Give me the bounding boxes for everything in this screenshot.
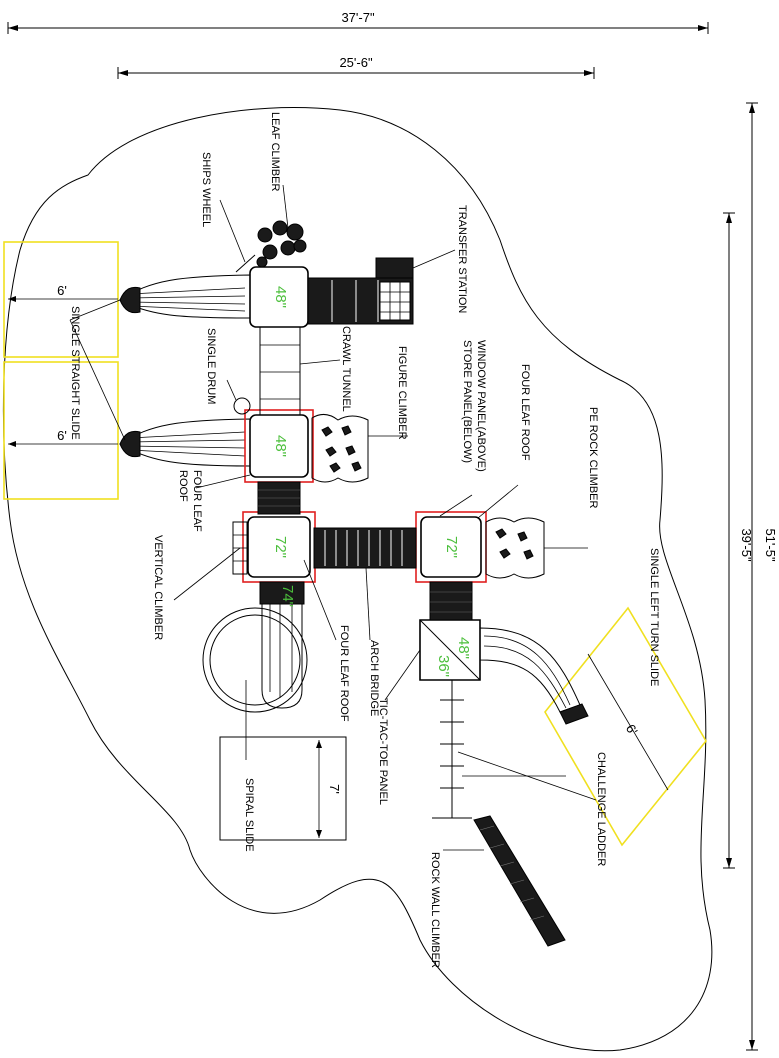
label-four-leaf-roof-right: FOUR LEAF ROOF [519, 364, 531, 461]
label-four-leaf-left-2: ROOF [177, 470, 189, 502]
label-tic-tac-toe-panel: TIC-TAC-TOE PANEL [377, 698, 389, 805]
deck-d-height: 72" [443, 536, 460, 558]
label-window-panel: WINDOW PANEL(ABOVE) [475, 340, 487, 472]
slide-zone-top [3, 241, 119, 358]
label-single-left-turn-slide: SINGLE LEFT TURN SLIDE [648, 548, 660, 686]
straight-slide-mid [119, 418, 251, 467]
label-four-leaf-roof-bottom: FOUR LEAF ROOF [338, 625, 350, 722]
deck-f-height: 36" [435, 655, 452, 677]
label-single-drum: SINGLE DRUM [205, 328, 217, 404]
slide-zone-right [544, 606, 707, 847]
dim-overall-width: 37'-7" [7, 10, 709, 34]
spiral-slide: 74" [202, 581, 308, 713]
label-arch-bridge: ARCH BRIDGE [368, 640, 380, 716]
label-challenge-ladder: CHALLENGE LADDER [595, 752, 607, 866]
single-drum [233, 397, 251, 415]
crawl-tunnel [259, 326, 301, 416]
label-vertical-climber: VERTICAL CLIMBER [152, 535, 164, 640]
label-spiral-slide: SPIRAL SLIDE [243, 778, 255, 852]
straight-slide-top [119, 274, 251, 319]
spiral-top-height: 74" [279, 585, 296, 607]
label-pe-rock-climber: PE ROCK CLIMBER [587, 407, 599, 509]
deck-c-height: 72" [272, 536, 289, 558]
leaf-climber [256, 220, 307, 268]
arch-bridge [313, 527, 417, 569]
left-turn-slide [479, 627, 589, 725]
deck-d [420, 516, 482, 578]
dim-overall-length: 51'-5" [746, 102, 778, 1051]
slide-zone-mid [3, 361, 119, 500]
step-to-lower-deck [429, 581, 473, 621]
transfer-steps [307, 257, 414, 325]
leader-lines [69, 184, 597, 851]
label-transfer-station: TRANSFER STATION [456, 205, 468, 313]
label-rock-wall-climber: ROCK WALL CLIMBER [429, 852, 441, 968]
use-zone-boundary [2, 107, 713, 1052]
slide-zone-right-dim: 6' [623, 722, 641, 738]
dim-inner-length-label: 39'-5" [739, 528, 754, 562]
dim-overall-length-label: 51'-5" [763, 528, 778, 562]
challenge-ladder [432, 680, 472, 819]
label-store-panel: STORE PANEL(BELOW) [461, 340, 473, 463]
dim-inner-length: 39'-5" [723, 212, 754, 869]
dim-overall-width-label: 37'-7" [341, 10, 375, 25]
deck-b-height: 48" [272, 435, 289, 457]
figure-climber [311, 414, 369, 483]
label-single-straight-slide: SINGLE STRAIGHT SLIDE [69, 306, 81, 440]
dim-inner-width-label: 25'-6" [339, 55, 373, 70]
deck-e-height: 48" [455, 637, 472, 659]
dim-inner-width: 25'-6" [117, 55, 595, 79]
deck-c [247, 516, 311, 578]
slide-zone-mid-dim: 6' [57, 428, 67, 443]
stepped-platform [257, 481, 301, 515]
spiral-zone-dim: 7' [327, 784, 342, 794]
rock-wall-climber [473, 815, 566, 947]
label-ships-wheel: SHIPS WHEEL [200, 152, 212, 227]
label-leaf-climber: LEAF CLIMBER [269, 112, 281, 192]
label-four-leaf-left-1: FOUR LEAF [191, 470, 203, 532]
ships-wheel [235, 254, 256, 273]
slide-zone-top-dim: 6' [57, 283, 67, 298]
label-figure-climber: FIGURE CLIMBER [396, 346, 408, 440]
spiral-zone [219, 736, 347, 841]
label-crawl-tunnel: CRAWL TUNNEL [340, 326, 352, 412]
pe-rock-climber [485, 517, 545, 579]
deck-a-height: 48" [272, 286, 289, 308]
